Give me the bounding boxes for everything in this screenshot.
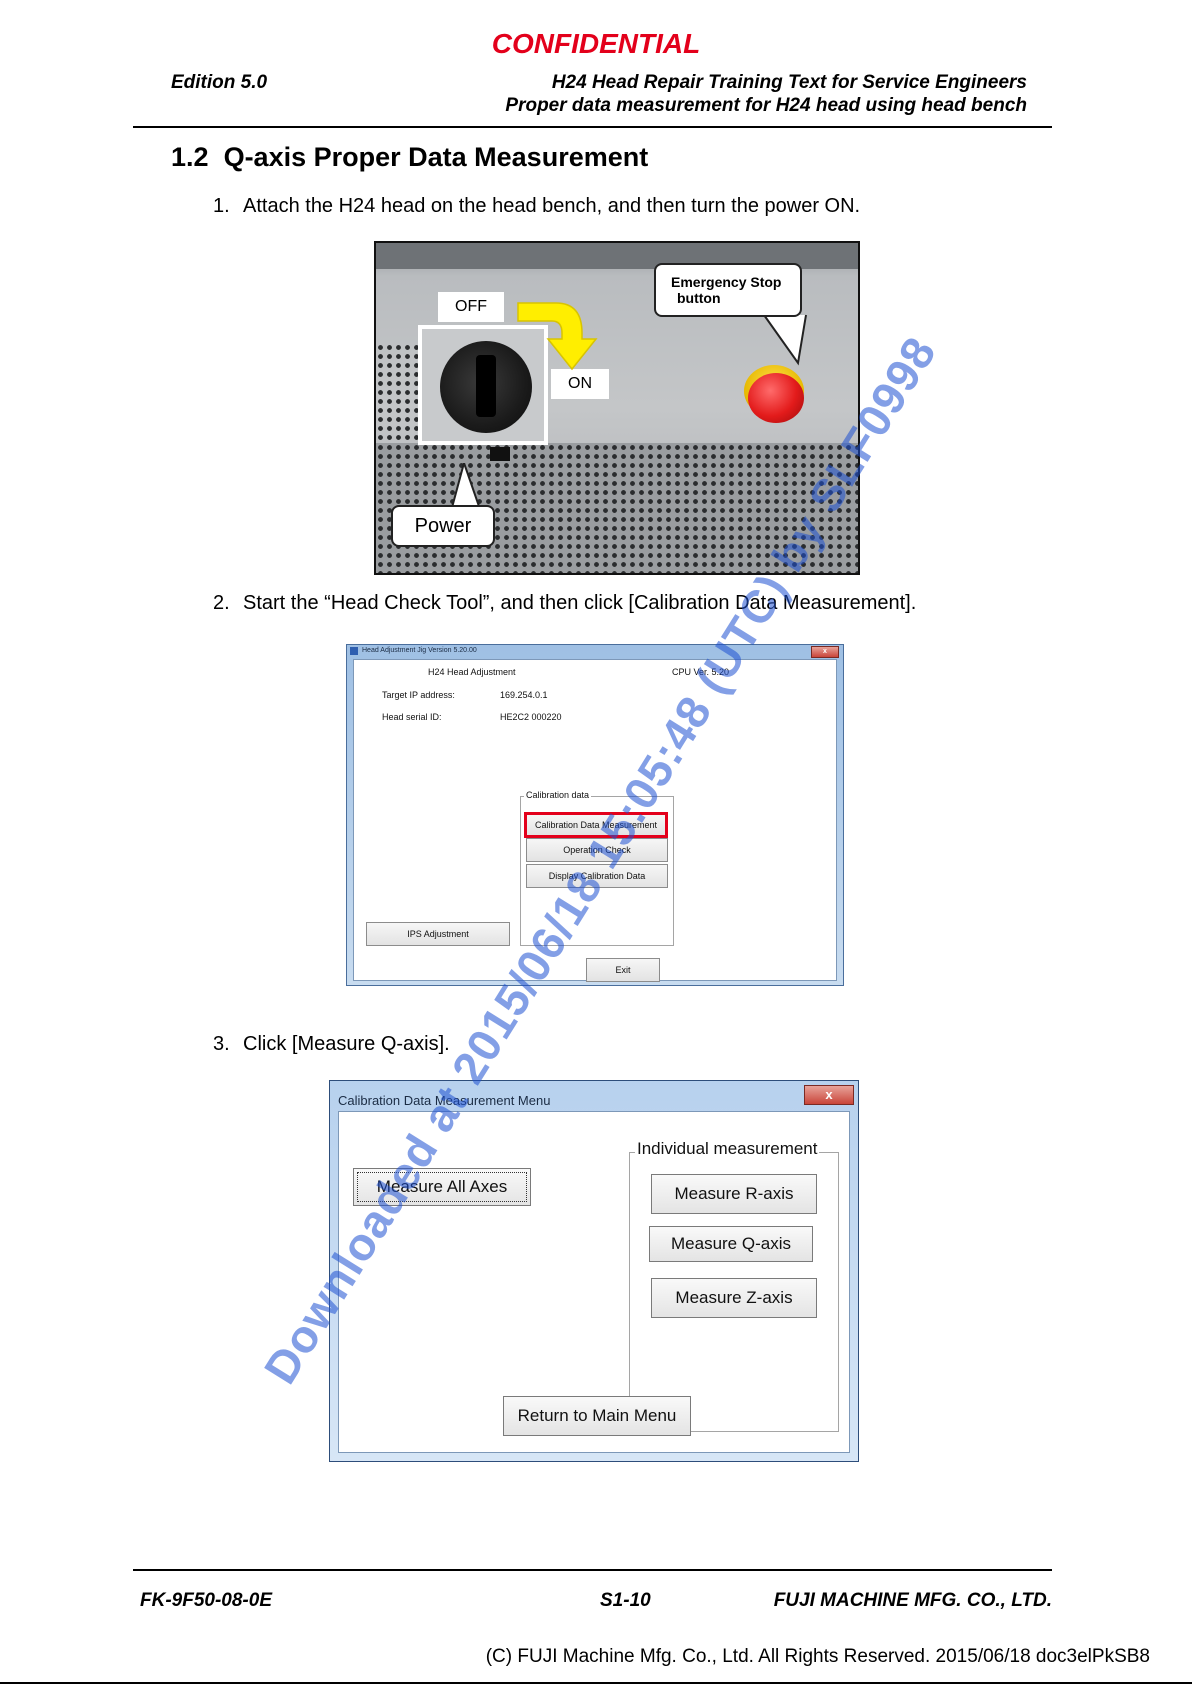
step-3: 3. Click [Measure Q-axis]. — [213, 1033, 450, 1056]
step-number: 2. — [213, 592, 230, 614]
section-number: 1.2 — [171, 142, 209, 172]
close-button[interactable]: x — [804, 1085, 854, 1105]
exit-button[interactable]: Exit — [586, 958, 660, 982]
calibration-group-label: Calibration data — [524, 790, 592, 800]
on-label: ON — [551, 369, 609, 399]
measure-q-axis-button[interactable]: Measure Q-axis — [649, 1226, 813, 1262]
calibration-data-measurement-button[interactable]: Calibration Data Measurement — [524, 812, 668, 838]
turn-on-arrow-icon — [517, 302, 598, 371]
header-divider — [133, 126, 1052, 128]
page-number: S1-10 — [600, 1590, 651, 1611]
emergency-callout-pointer — [763, 314, 807, 366]
step-number: 1. — [213, 195, 230, 217]
power-callout: Power — [391, 505, 495, 547]
header-title-line1: H24 Head Repair Training Text for Servic… — [551, 72, 1027, 93]
header-title-line2: Proper data measurement for H24 head usi… — [505, 95, 1027, 116]
window-title: Head Adjustment Jig Version 5.20.00 — [362, 647, 477, 654]
target-ip-value: 169.254.0.1 — [500, 690, 548, 700]
window-client-area: H24 Head Adjustment CPU Ver. 5.20 Target… — [353, 659, 837, 982]
serial-value: HE2C2 000220 — [500, 712, 562, 722]
step-1: 1. Attach the H24 head on the head bench,… — [213, 195, 860, 218]
step-text: Start the “Head Check Tool”, and then cl… — [243, 592, 917, 614]
doc-code: FK-9F50-08-0E — [140, 1590, 272, 1611]
footer-divider — [133, 1569, 1052, 1571]
off-label: OFF — [438, 292, 504, 322]
step-2: 2. Start the “Head Check Tool”, and then … — [213, 592, 916, 615]
display-calibration-data-button[interactable]: Display Calibration Data — [526, 864, 668, 888]
company-name: FUJI MACHINE MFG. CO., LTD. — [773, 1590, 1052, 1611]
head-bench-photo: OFF ON Emergency Stop button Power — [374, 241, 860, 575]
serial-label: Head serial ID: — [382, 712, 442, 722]
return-to-main-menu-button[interactable]: Return to Main Menu — [503, 1396, 691, 1436]
power-switch-frame — [418, 325, 548, 445]
window-title-bar: Head Adjustment Jig Version 5.20.00 x — [347, 645, 843, 658]
measure-z-axis-button[interactable]: Measure Z-axis — [651, 1278, 817, 1318]
step-text: Attach the H24 head on the head bench, a… — [243, 195, 861, 217]
app-title: H24 Head Adjustment — [428, 667, 516, 677]
calibration-group-box — [520, 796, 674, 946]
confidential-label: CONFIDENTIAL — [491, 28, 701, 59]
step-text: Click [Measure Q-axis]. — [243, 1033, 450, 1055]
individual-measurement-label: Individual measurement — [635, 1139, 820, 1159]
window-client-area: Measure All Axes Individual measurement … — [338, 1111, 850, 1453]
knob-handle — [476, 355, 496, 417]
emergency-stop-button-icon — [748, 373, 804, 423]
emergency-line1: Emergency Stop — [671, 274, 782, 290]
window-title: Calibration Data Measurement Menu — [338, 1093, 551, 1108]
measure-all-axes-button[interactable]: Measure All Axes — [353, 1168, 531, 1206]
emergency-stop-callout: Emergency Stop button — [654, 263, 802, 317]
emergency-line2: button — [677, 290, 721, 306]
measure-r-axis-button[interactable]: Measure R-axis — [651, 1174, 817, 1214]
page-bottom-rule — [0, 1682, 1192, 1684]
app-icon — [350, 647, 358, 655]
section-heading: 1.2 Q-axis Proper Data Measurement — [171, 142, 648, 173]
edition-label: Edition 5.0 — [171, 72, 268, 93]
section-title: Q-axis Proper Data Measurement — [223, 142, 649, 172]
target-ip-label: Target IP address: — [382, 690, 455, 700]
close-button[interactable]: x — [811, 646, 839, 658]
power-callout-pointer — [449, 463, 483, 516]
ips-adjustment-button[interactable]: IPS Adjustment — [366, 922, 510, 946]
head-adjustment-window: Head Adjustment Jig Version 5.20.00 x H2… — [346, 644, 844, 986]
cpu-version: CPU Ver. 5.20 — [672, 667, 730, 677]
calibration-menu-window: Calibration Data Measurement Menu x Meas… — [329, 1080, 859, 1462]
step-number: 3. — [213, 1033, 230, 1055]
operation-check-button[interactable]: Operation Check — [526, 838, 668, 862]
power-label: Power — [414, 515, 472, 537]
copyright-notice: (C) FUJI Machine Mfg. Co., Ltd. All Righ… — [485, 1646, 1150, 1667]
